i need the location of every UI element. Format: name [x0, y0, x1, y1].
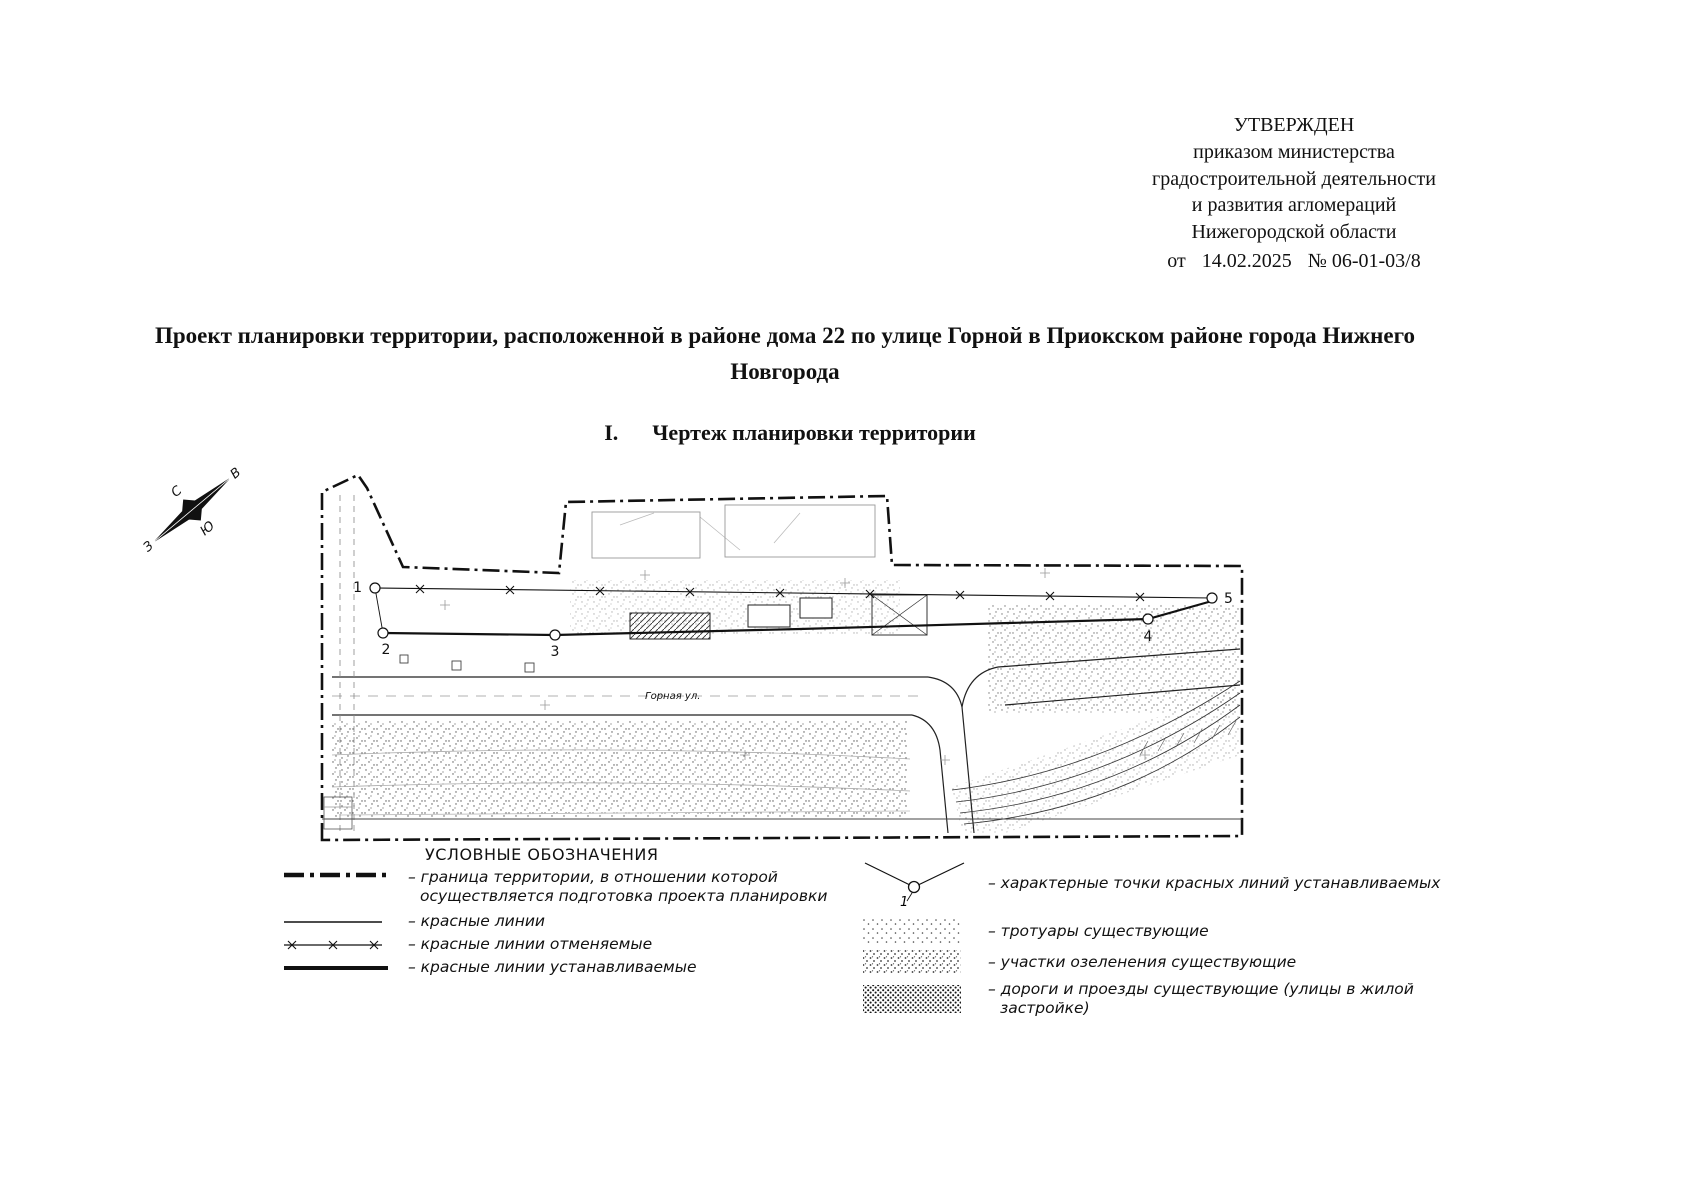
legend-item-label: – характерные точки красных линий устана… [988, 873, 1441, 892]
document-title: Проект планировки территории, расположен… [154, 323, 1416, 384]
sidewalk-pattern-swatch [862, 918, 970, 944]
approval-number: № 06-01-03/8 [1307, 249, 1421, 272]
legend-item-label: – тротуары существующие [988, 921, 1209, 940]
point-label-2: 2 [382, 642, 391, 658]
compass-west-label: З [141, 539, 157, 556]
legend-item-sidewalks: – тротуары существующие [862, 918, 1502, 944]
greenery-pattern-swatch [862, 949, 970, 975]
road-pattern-swatch [862, 984, 970, 1014]
legend-item-label: – красные линии отменяемые [408, 935, 653, 953]
approval-date-line: от 14.02.2025 № 06-01-03/8 [1133, 248, 1455, 275]
street-name-label: Горная ул. [645, 691, 700, 702]
red-line-established [374, 587, 1213, 637]
established-red-line-symbol [282, 963, 394, 973]
approval-line: градостроительной деятельности [1152, 167, 1436, 190]
compass-rose: С Ю З В [141, 465, 245, 556]
legend-item-label: – красные линии [408, 912, 545, 930]
approval-date-label: от [1167, 249, 1186, 272]
approval-line: Нижегородской области [1191, 221, 1397, 244]
survey-crosses [440, 568, 1150, 765]
left-strip-lines [323, 495, 355, 833]
red-line-symbol [282, 917, 394, 927]
legend-item-label: – дороги и проезды существующие (улицы в… [988, 980, 1414, 1017]
characteristic-point-symbol: 1 [862, 858, 970, 908]
point-label-3: 3 [551, 644, 560, 660]
point-label-5: 5 [1224, 591, 1233, 607]
faint-buildings [591, 504, 876, 559]
point-label-4: 4 [1144, 629, 1153, 645]
buildings [399, 594, 928, 673]
site-plan-drawing: 1 2 3 4 5 Горная ул. С Ю З В [141, 465, 1244, 842]
legend-right-column: 1 – характерные точки красных линий уста… [862, 858, 1502, 1023]
point-label-1: 1 [353, 580, 362, 596]
section-heading: I. Чертеж планировки территории [0, 420, 1580, 446]
compass-east-label: В [228, 465, 245, 482]
section-title: Чертеж планировки территории [652, 420, 976, 445]
compass-south-label: Ю [198, 519, 218, 540]
terrain-texture [332, 580, 1240, 833]
legend-item-label: – граница территории, в отношении которо… [408, 868, 828, 905]
approval-block: УТВЕРЖДЕН приказом министерства градостр… [1133, 112, 1455, 275]
legend-item-greenery: – участки озеленения существующие [862, 949, 1502, 975]
legend-item-characteristic-points: 1 – характерные точки красных линий уста… [862, 858, 1502, 908]
legend-item-roads: – дороги и проезды существующие (улицы в… [862, 980, 1502, 1018]
approval-line: УТВЕРЖДЕН [1233, 114, 1355, 136]
approval-date: 14.02.2025 [1201, 249, 1292, 272]
approval-line: приказом министерства [1193, 140, 1395, 163]
legend-item-red-lines-cancelled: – красные линии отменяемые [282, 935, 857, 954]
section-numeral: I. [604, 420, 619, 445]
contour-lines [331, 512, 911, 816]
legend-item-label: – участки озеленения существующие [988, 952, 1297, 971]
legend-item-red-lines: – красные линии [282, 912, 857, 931]
cancelled-red-line-symbol [282, 939, 394, 951]
territory-boundary [320, 473, 1244, 842]
legend-item-label: – красные линии устанавливаемые [408, 958, 697, 976]
point-marker-number: 1 [900, 895, 908, 908]
slope-hatching [1139, 720, 1237, 756]
legend-title: УСЛОВНЫЕ ОБОЗНАЧЕНИЯ [425, 845, 659, 864]
approval-line: и развития агломераций [1191, 194, 1397, 217]
legend-left-column: – граница территории, в отношении которо… [282, 868, 857, 981]
legend-item-boundary: – граница территории, в отношении которо… [282, 868, 857, 906]
characteristic-points: 1 2 3 4 5 [353, 580, 1233, 660]
legend-item-red-lines-established: – красные линии устанавливаемые [282, 958, 857, 977]
boundary-line-symbol [282, 868, 394, 880]
red-line-cancelled [374, 584, 1213, 602]
compass-north-label: С [169, 483, 186, 501]
